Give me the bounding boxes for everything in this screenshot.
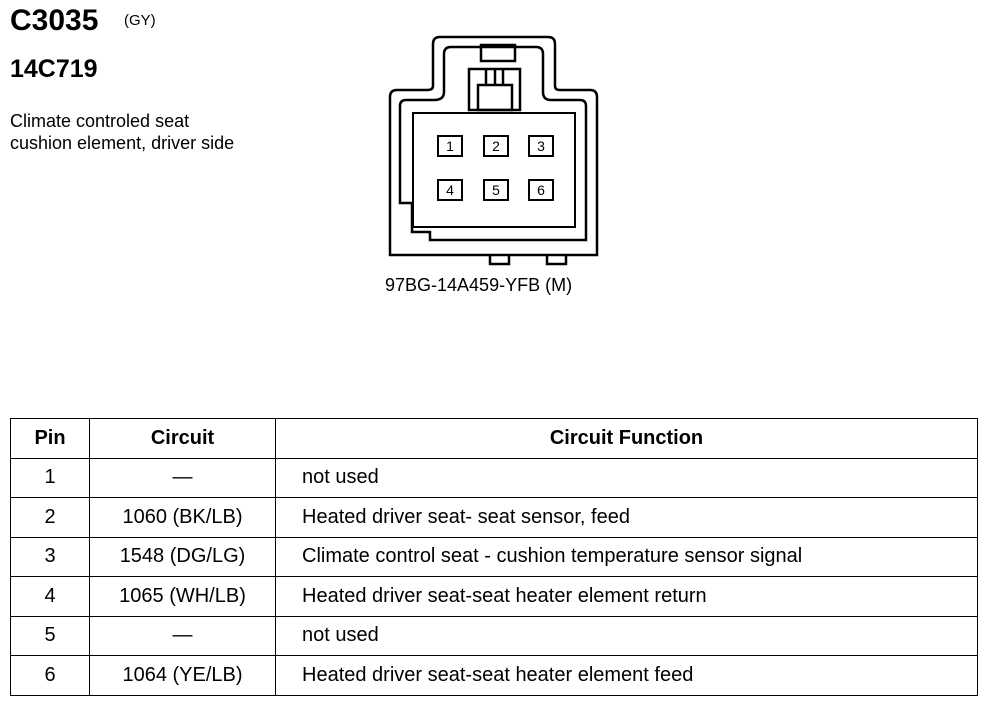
cell-circuit: 1065 (WH/LB) (89, 576, 276, 617)
connector-part-label: 97BG-14A459-YFB (M) (385, 275, 573, 295)
table-row: 1 — not used (10, 457, 978, 498)
connector-face-diagram: 1 2 3 4 5 6 (388, 35, 599, 266)
cell-circuit: — (89, 457, 276, 498)
cell-function: Heated driver seat-seat heater element f… (275, 655, 978, 696)
pin-cavity (528, 179, 554, 201)
cell-pin: 1 (10, 457, 90, 498)
cell-function: not used (275, 615, 978, 656)
pin-number: 6 (537, 182, 545, 198)
table-row: 3 1548 (DG/LG) Climate control seat - cu… (10, 536, 978, 577)
cell-circuit: 1064 (YE/LB) (89, 655, 276, 696)
cell-function: Heated driver seat- seat sensor, feed (275, 497, 978, 538)
housing-inner (398, 45, 588, 242)
cell-circuit: — (89, 615, 276, 656)
table-header-row: Pin Circuit Circuit Function (10, 418, 978, 459)
table-row: 6 1064 (YE/LB) Heated driver seat-seat h… (10, 655, 978, 696)
pin-face (412, 112, 576, 228)
bottom-tab (545, 255, 568, 266)
connector-id: C3035 (10, 4, 99, 37)
connector-description: Climate controled seat cushion element, … (10, 110, 234, 154)
pin-cavity (437, 135, 463, 157)
pin-number: 5 (492, 182, 500, 198)
description-line: cushion element, driver side (10, 133, 235, 153)
header-pin: Pin (10, 418, 90, 459)
table-row: 2 1060 (BK/LB) Heated driver seat- seat … (10, 497, 978, 538)
pin-cavity (437, 179, 463, 201)
cell-circuit: 1548 (DG/LG) (89, 536, 276, 577)
header-circuit-function: Circuit Function (275, 418, 978, 459)
description-line: Climate controled seat (10, 111, 190, 131)
part-number: 14C719 (10, 55, 98, 83)
pin-cavity (528, 135, 554, 157)
pin-cavity (483, 135, 509, 157)
table-row: 4 1065 (WH/LB) Heated driver seat-seat h… (10, 576, 978, 617)
pin-number: 3 (537, 138, 545, 154)
cell-pin: 2 (10, 497, 90, 538)
pin-number: 4 (446, 182, 454, 198)
latch-window (476, 83, 514, 112)
pin-number: 2 (492, 138, 500, 154)
pin-number: 1 (446, 138, 454, 154)
cell-function: Heated driver seat-seat heater element r… (275, 576, 978, 617)
header-circuit: Circuit (89, 418, 276, 459)
cell-function: not used (275, 457, 978, 498)
table-row: 5 — not used (10, 615, 978, 656)
cell-pin: 4 (10, 576, 90, 617)
pinout-table: Pin Circuit Circuit Function 1 — not use… (10, 418, 978, 696)
housing-outline (388, 35, 599, 257)
cell-pin: 6 (10, 655, 90, 696)
cell-pin: 3 (10, 536, 90, 577)
cell-circuit: 1060 (BK/LB) (89, 497, 276, 538)
connector-color-code: (GY) (124, 12, 156, 29)
latch-tab (479, 43, 517, 63)
cell-function: Climate control seat - cushion temperatu… (275, 536, 978, 577)
pin-cavity (483, 179, 509, 201)
cell-pin: 5 (10, 615, 90, 656)
bottom-tab (488, 255, 511, 266)
